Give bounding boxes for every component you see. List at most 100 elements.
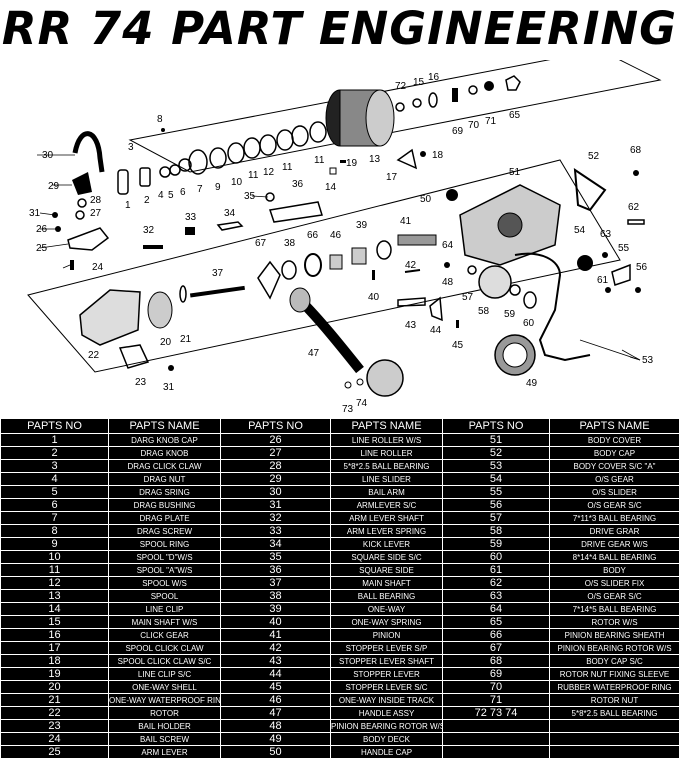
part-number-cell: 10	[1, 551, 109, 564]
part-16-shape	[429, 93, 437, 107]
part-name-cell: BAIL SCREW	[109, 733, 221, 746]
callout-54: 54	[574, 225, 586, 236]
callout-58: 58	[478, 306, 490, 317]
spool-click-claw-17-shape	[398, 150, 416, 168]
part-number-cell: 58	[443, 525, 550, 538]
callout-38: 38	[284, 238, 296, 249]
part-number-cell: 44	[221, 668, 331, 681]
callout-11c: 11	[314, 155, 325, 166]
header-parts-no-3: PAPTS NO	[443, 419, 550, 434]
part-name-cell: ARM LEVER	[109, 746, 221, 759]
part-number-cell: 53	[443, 460, 550, 473]
line-slider-shape	[72, 172, 92, 195]
part-name-cell: 5*8*2.5 BALL BEARING	[550, 707, 679, 720]
part-number-cell: 72 73 74	[443, 707, 550, 720]
square-side-36-shape	[270, 202, 322, 222]
part-name-cell: STOPPER LEVER	[331, 668, 443, 681]
part-name-cell: STOPPER LEVER S/P	[331, 642, 443, 655]
part-name-cell: LINE ROLLER W/S	[331, 434, 443, 447]
part-name-cell: MAIN SHAFT W/S	[109, 616, 221, 629]
part-name-cell	[550, 746, 679, 759]
part-71-shape	[484, 81, 494, 91]
part-number-cell: 70	[443, 681, 550, 694]
part-number-cell: 20	[1, 681, 109, 694]
body-deck-inner-shape	[503, 343, 527, 367]
part-number-cell: 68	[443, 655, 550, 668]
line-clip-14-shape	[330, 168, 336, 174]
part-name-cell: DRAG NUT	[109, 473, 221, 486]
sheath-66-shape	[305, 254, 321, 276]
washer-11d-shape	[310, 122, 326, 142]
callout-43: 43	[405, 320, 417, 331]
callout-45: 45	[452, 340, 464, 351]
part-name-cell: ARM LEVER SPRING	[331, 525, 443, 538]
callout-11a: 11	[248, 170, 259, 181]
drag-knob-shape	[140, 168, 150, 186]
part-number-cell: 13	[1, 590, 109, 603]
part-number-cell: 56	[443, 499, 550, 512]
os-slider-55-shape	[612, 265, 630, 285]
callout-35: 35	[244, 191, 256, 202]
callout-12: 12	[263, 167, 275, 178]
part-name-cell: HANDLE CAP	[331, 746, 443, 759]
part-number-cell: 45	[221, 681, 331, 694]
roller-27-shape	[76, 211, 84, 219]
part-number-cell: 42	[221, 642, 331, 655]
part-number-cell: 9	[1, 538, 109, 551]
part-number-cell: 26	[221, 434, 331, 447]
part-number-cell: 21	[1, 694, 109, 707]
part-name-cell: ROTOR NUT FIXING SLEEVE	[550, 668, 679, 681]
part-number-cell: 23	[1, 720, 109, 733]
part-name-cell	[550, 733, 679, 746]
upper-panel	[130, 60, 660, 172]
part-name-cell: ARM LEVER SHAFT	[331, 512, 443, 525]
oneway-46-shape	[330, 255, 342, 269]
part-number-cell: 38	[221, 590, 331, 603]
part-number-cell: 5	[1, 486, 109, 499]
part-number-cell: 43	[221, 655, 331, 668]
callout-52: 52	[588, 151, 600, 162]
part-72-shape	[396, 103, 404, 111]
part-number-cell: 60	[443, 551, 550, 564]
table-header-row: PAPTS NO PAPTS NAME PAPTS NO PAPTS NAME …	[1, 419, 679, 434]
part-name-cell: ONE-WAY SPRING	[331, 616, 443, 629]
callout-14: 14	[325, 182, 337, 193]
part-number-cell: 25	[1, 746, 109, 759]
part-name-cell: SPOOL "A"W/S	[109, 564, 221, 577]
part-number-cell: 4	[1, 473, 109, 486]
callout-36: 36	[292, 179, 304, 190]
part-number-cell: 54	[443, 473, 550, 486]
callout-29: 29	[48, 181, 60, 192]
header-parts-name-1: PAPTS NAME	[109, 419, 221, 434]
part-number-cell: 61	[443, 564, 550, 577]
part-number-cell: 57	[443, 512, 550, 525]
part-number-cell: 32	[221, 512, 331, 525]
callout-31a: 31	[29, 208, 41, 219]
part-number-cell: 31	[221, 499, 331, 512]
part-name-cell: SQUARE SIDE S/C	[331, 551, 443, 564]
bail-arm-shape	[75, 134, 102, 172]
handle-knob-shape	[290, 288, 310, 312]
part-name-cell: 7*14*5 BALL BEARING	[550, 603, 679, 616]
part-name-cell: PINION	[331, 629, 443, 642]
part-number-cell: 52	[443, 447, 550, 460]
part-name-cell: O/S GEAR S/C	[550, 499, 679, 512]
stopper-44-shape	[430, 298, 442, 320]
part-name-cell: BODY COVER	[550, 434, 679, 447]
washer-12-shape	[260, 135, 276, 155]
callout-65: 65	[509, 110, 521, 121]
callout-34: 34	[224, 208, 236, 219]
part-name-cell: DRAG KNOB	[109, 447, 221, 460]
bearing-64-shape	[377, 241, 391, 259]
part-number-cell: 2	[1, 447, 109, 460]
part-number-cell: 16	[1, 629, 109, 642]
callout-20: 20	[160, 337, 172, 348]
bearing-73-shape	[345, 382, 351, 388]
